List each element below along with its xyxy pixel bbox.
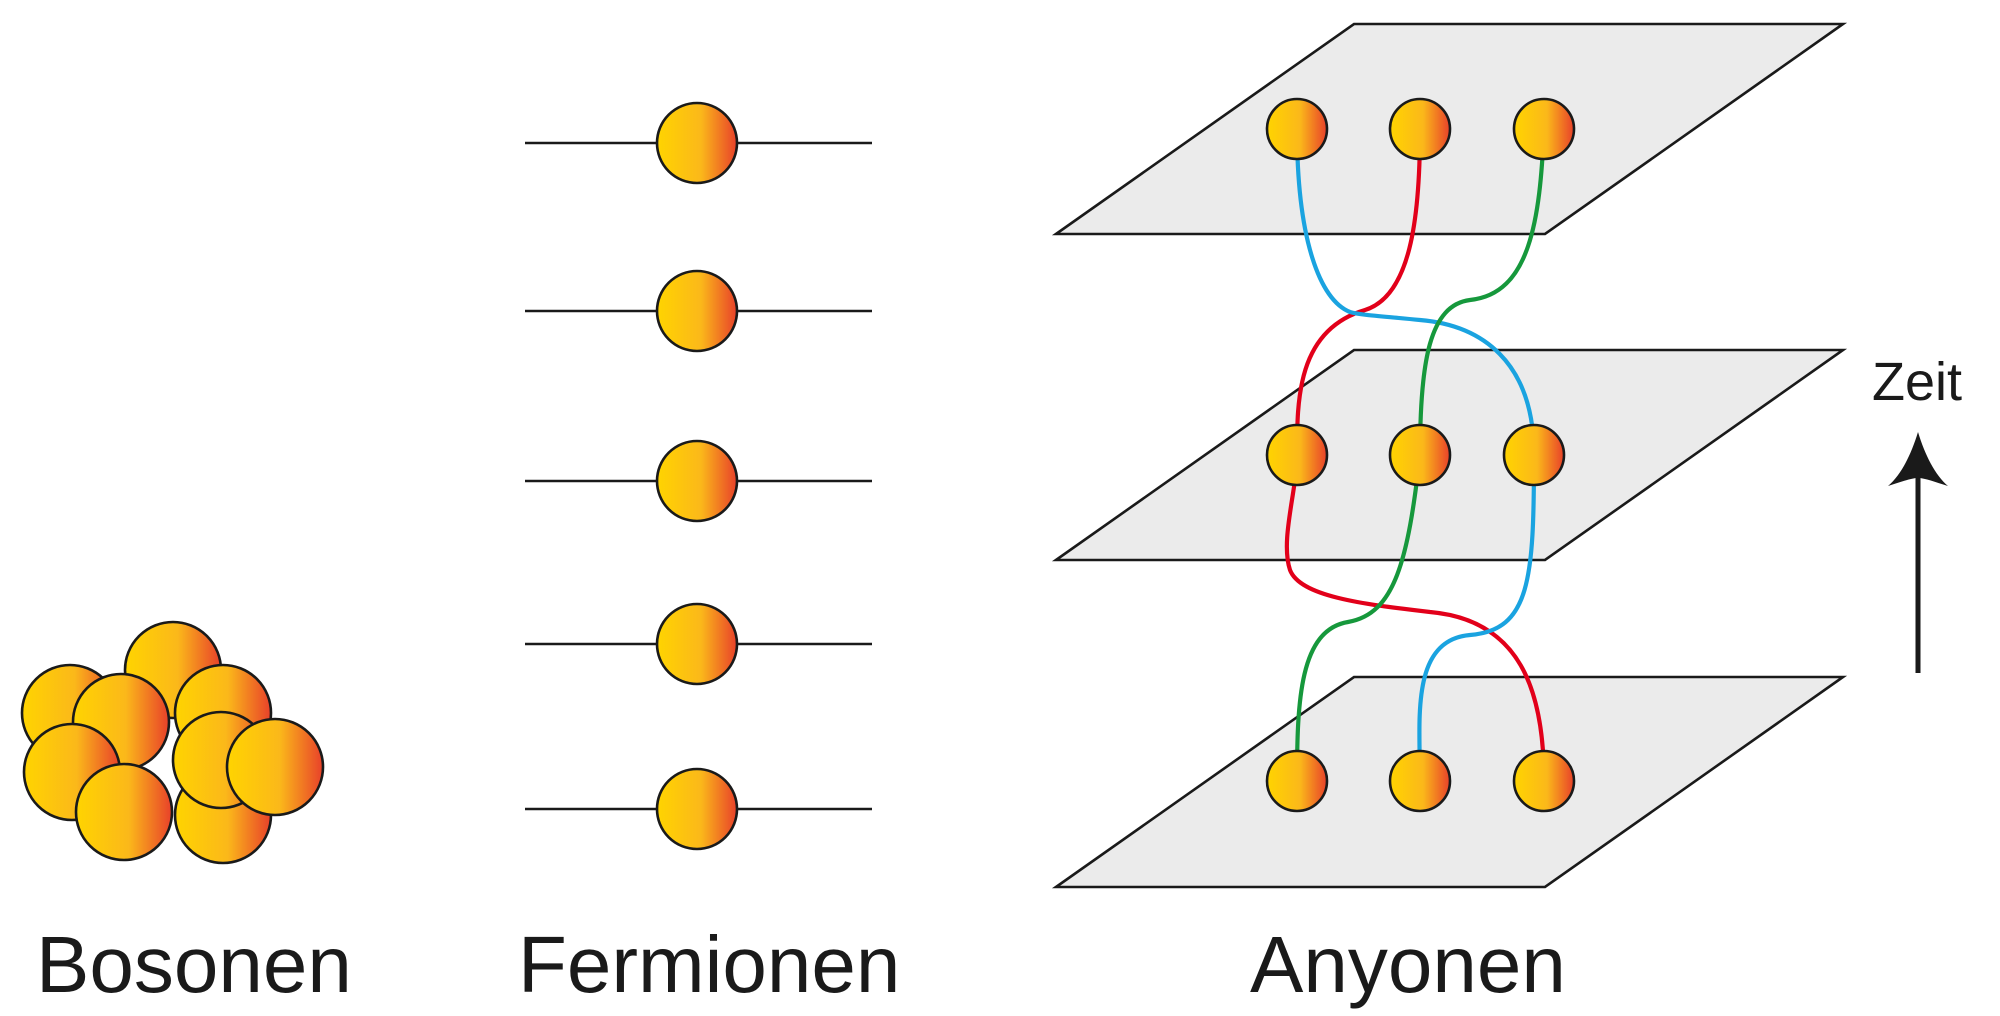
fermion-level: [525, 101, 872, 185]
blue-worldline-lower: [1417, 452, 1537, 784]
red-worldline-lower: [1284, 452, 1547, 784]
fermion-particle: [655, 602, 739, 686]
anyon-particle: [1512, 97, 1576, 161]
green-worldline-lower: [1294, 452, 1423, 784]
fermion-particle: [655, 439, 739, 523]
anyons-label: Anyonen: [1250, 920, 1566, 1009]
red-worldline-upper: [1294, 126, 1423, 458]
fermion-particle: [655, 101, 739, 185]
fermion-level: [525, 269, 872, 353]
boson-particle: [225, 717, 325, 817]
arrow-up-icon: [1888, 432, 1948, 486]
fermion-particle: [655, 269, 739, 353]
fermion-level: [525, 767, 872, 851]
fermion-particle: [655, 767, 739, 851]
anyon-particle: [1265, 749, 1329, 813]
green-worldline-upper: [1417, 126, 1547, 458]
anyon-particle: [1265, 423, 1329, 487]
anyon-particle: [1502, 423, 1566, 487]
time-axis-label: Zeit: [1872, 352, 1962, 412]
anyon-particle: [1265, 97, 1329, 161]
fermion-level: [525, 602, 872, 686]
boson-particle: [74, 762, 174, 862]
blue-worldline-upper: [1294, 126, 1537, 458]
time-axis: [1888, 432, 1948, 673]
anyon-particle: [1388, 97, 1452, 161]
anyons-braid: [1051, 22, 1848, 889]
fermions-label: Fermionen: [518, 920, 900, 1009]
bosons-label: Bosonen: [36, 920, 352, 1009]
bosons-cluster: [20, 620, 325, 865]
anyon-particle: [1512, 749, 1576, 813]
anyon-particle: [1388, 423, 1452, 487]
anyon-particle: [1388, 749, 1452, 813]
fermion-level: [525, 439, 872, 523]
fermions-levels: [525, 101, 872, 851]
